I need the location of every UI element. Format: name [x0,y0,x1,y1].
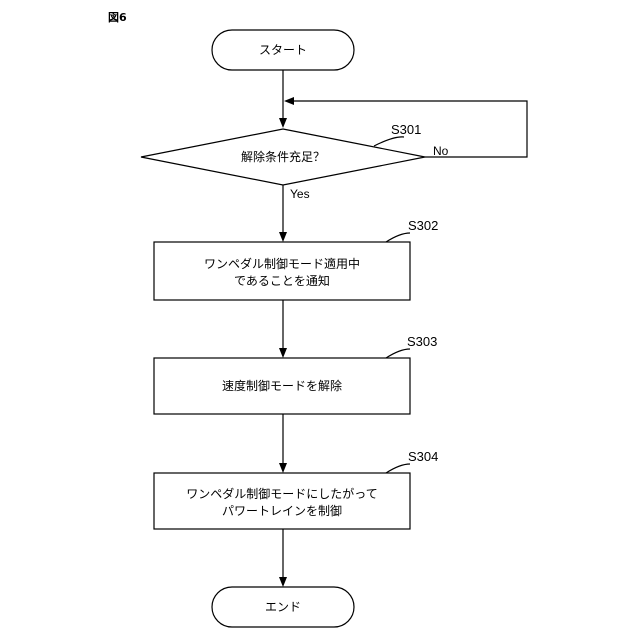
decision-text: 解除条件充足？ [241,149,325,164]
process-s303: 速度制御モードを解除 [154,358,410,414]
s301-leader [374,137,404,146]
process-s304: ワンペダル制御モードにしたがって パワートレインを制御 [154,473,410,529]
s302-box [154,242,410,300]
no-loop-arrowhead [284,97,294,105]
start-text: スタート [259,43,307,57]
arrowhead-s303 [279,348,287,358]
process-s302: ワンペダル制御モード適用中 であることを通知 [154,242,410,300]
decision-node: 解除条件充足？ [141,129,425,185]
s302-label: S302 [408,218,438,233]
s304-box [154,473,410,529]
s304-text-line2: パワートレインを制御 [222,503,342,518]
s304-leader [386,464,410,473]
s303-label: S303 [407,334,437,349]
s302-text-line2: であることを通知 [234,274,330,288]
s302-leader [386,233,410,242]
s301-label: S301 [391,122,421,137]
figure-label: 図6 [108,10,127,24]
yes-label: Yes [290,187,310,201]
end-text: エンド [265,600,301,614]
s303-text: 速度制御モードを解除 [222,378,342,393]
end-terminal: エンド [212,587,354,627]
arrowhead-s302 [279,232,287,242]
no-label: No [433,144,449,158]
arrowhead-end [279,577,287,587]
start-terminal: スタート [212,30,354,70]
s302-text-line1: ワンペダル制御モード適用中 [204,256,360,271]
s304-label: S304 [408,449,438,464]
s304-text-line1: ワンペダル制御モードにしたがって [186,486,377,501]
arrowhead-s304 [279,463,287,473]
s303-leader [386,349,410,358]
arrowhead-decision [279,118,287,128]
